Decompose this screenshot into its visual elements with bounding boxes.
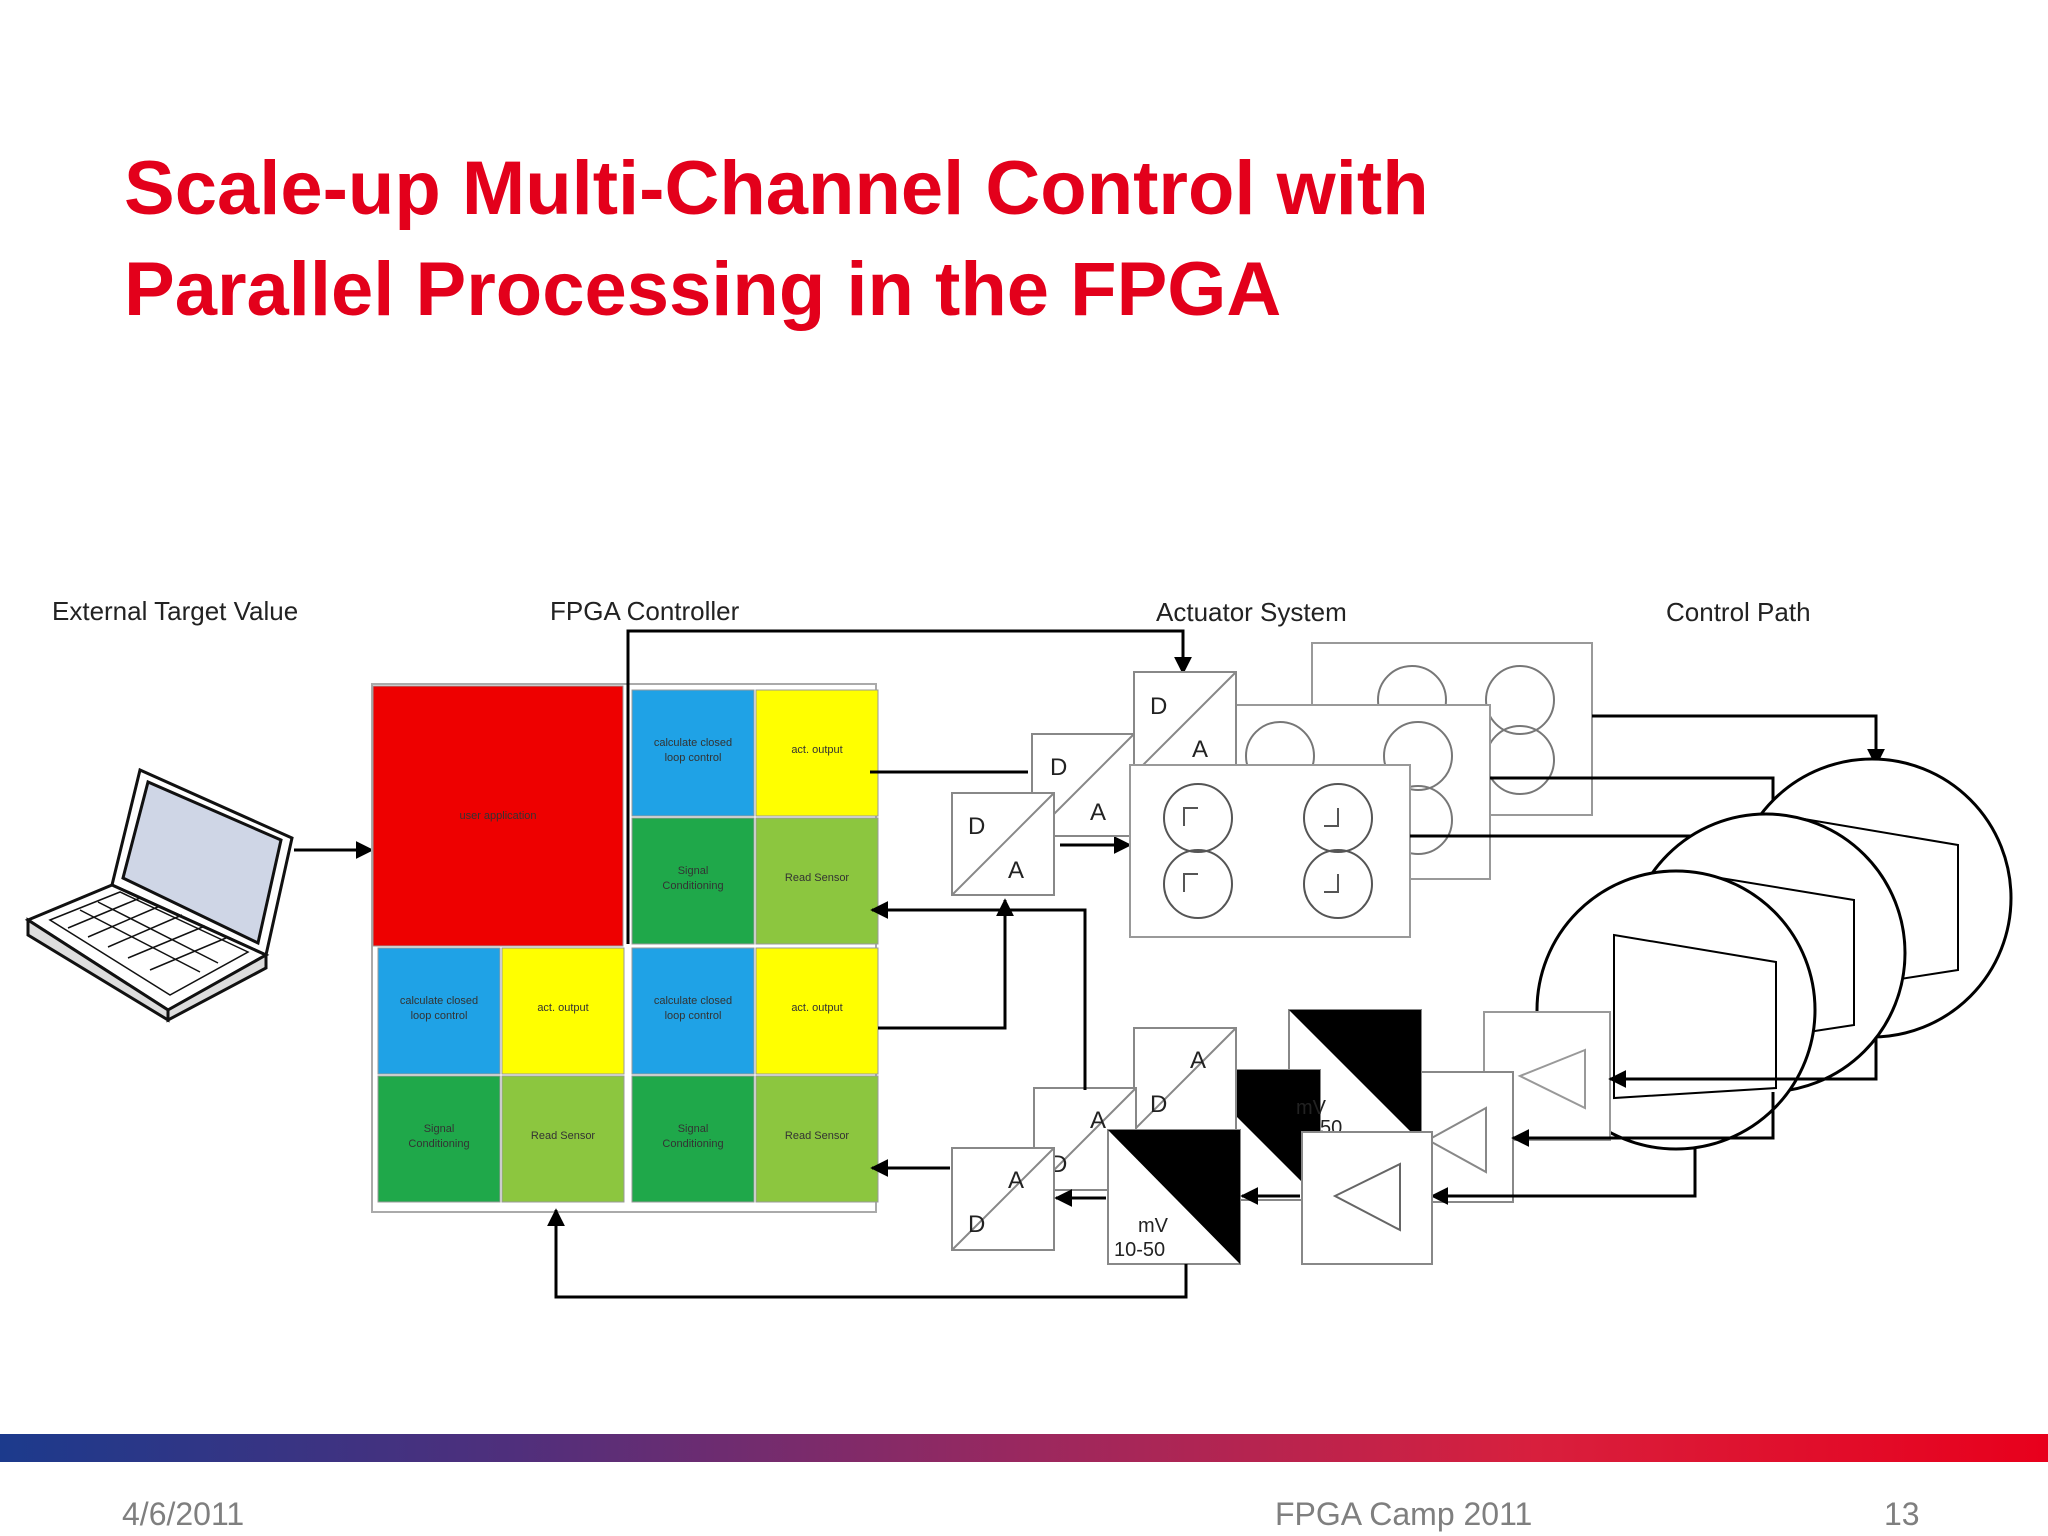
act-output-block — [501, 947, 625, 1075]
calc-closed-loop-label: loop control — [665, 752, 722, 764]
user-application-label: user application — [459, 810, 536, 822]
svg-text:D: D — [1150, 693, 1167, 720]
calc-closed-loop-block — [631, 947, 755, 1075]
svg-text:A: A — [1008, 857, 1024, 884]
svg-text:D: D — [968, 1211, 985, 1238]
svg-text:A: A — [1090, 1107, 1106, 1134]
calc-closed-loop-label: loop control — [665, 1010, 722, 1022]
signal-conditioning-label: Conditioning — [662, 1138, 723, 1150]
svg-text:A: A — [1190, 1047, 1206, 1074]
svg-text:mV: mV — [1296, 1097, 1327, 1119]
slide-title-line1: Scale-up Multi-Channel Control with — [124, 146, 1429, 231]
signal-conditioning-block — [631, 1075, 755, 1203]
label-fpga-controller: FPGA Controller — [550, 596, 740, 626]
label-control-path: Control Path — [1666, 597, 1811, 627]
calc-closed-loop-label: calculate closed — [654, 995, 732, 1007]
user-application-block — [372, 685, 624, 947]
act-output-label: act. output — [791, 1002, 842, 1014]
svg-text:D: D — [1050, 754, 1067, 781]
driver-board-front — [1129, 764, 1411, 938]
read-sensor-block — [755, 1075, 879, 1203]
signal-conditioning-label: Conditioning — [408, 1138, 469, 1150]
svg-text:A: A — [1192, 736, 1208, 763]
read-sensor-label: Read Sensor — [785, 872, 850, 884]
read-sensor-block — [501, 1075, 625, 1203]
footer-gradient-bar — [0, 1434, 2048, 1462]
svg-text:D: D — [1150, 1091, 1167, 1118]
ad-converter-3: A D — [1133, 1027, 1237, 1131]
da-converter-3: D A — [1133, 671, 1237, 775]
act-output-block — [755, 689, 879, 817]
read-sensor-label: Read Sensor — [785, 1130, 850, 1142]
read-sensor-block — [755, 817, 879, 945]
act-output-label: act. output — [791, 744, 842, 756]
footer-page-number: 13 — [1884, 1496, 1920, 1532]
svg-text:mV: mV — [1138, 1215, 1169, 1237]
signal-conditioning-label: Signal — [678, 1123, 709, 1135]
footer-date: 4/6/2011 — [122, 1496, 245, 1532]
read-sensor-label: Read Sensor — [531, 1130, 596, 1142]
act-output-block — [755, 947, 879, 1075]
svg-text:D: D — [968, 813, 985, 840]
da-converter-1: D A — [951, 792, 1055, 896]
svg-text:10-50: 10-50 — [1114, 1239, 1165, 1261]
signal-conditioning-label: Signal — [678, 865, 709, 877]
footer-event: FPGA Camp 2011 — [1275, 1496, 1533, 1532]
label-external-target: External Target Value — [52, 596, 298, 626]
label-actuator-system: Actuator System — [1156, 597, 1347, 627]
laptop-icon — [24, 767, 294, 1023]
svg-text:A: A — [1008, 1167, 1024, 1194]
mv-filter-front: mV 10-50 — [1107, 1129, 1241, 1265]
block-bottom-left: calculate closed loop control act. outputS… — [377, 947, 625, 1203]
svg-text:A: A — [1090, 799, 1106, 826]
calc-closed-loop-label: calculate closed — [654, 737, 732, 749]
calc-closed-loop-label: calculate closed — [400, 995, 478, 1007]
calc-closed-loop-block — [631, 689, 755, 817]
signal-conditioning-block — [377, 1075, 501, 1203]
signal-conditioning-label: Signal — [424, 1123, 455, 1135]
block-top-right: calculate closed loop control act. outputS… — [631, 689, 879, 945]
signal-conditioning-block — [631, 817, 755, 945]
calc-closed-loop-label: loop control — [411, 1010, 468, 1022]
amplifier-front — [1301, 1131, 1433, 1265]
calc-closed-loop-block — [377, 947, 501, 1075]
slide-title: Scale-up Multi-Channel Control with Para… — [124, 138, 1824, 340]
slide-title-line2: Parallel Processing in the FPGA — [124, 247, 1282, 332]
act-output-label: act. output — [537, 1002, 588, 1014]
signal-conditioning-label: Conditioning — [662, 880, 723, 892]
block-bottom-right: calculate closed loop control act. outputS… — [631, 947, 879, 1203]
ad-converter-1: A D — [951, 1147, 1055, 1251]
